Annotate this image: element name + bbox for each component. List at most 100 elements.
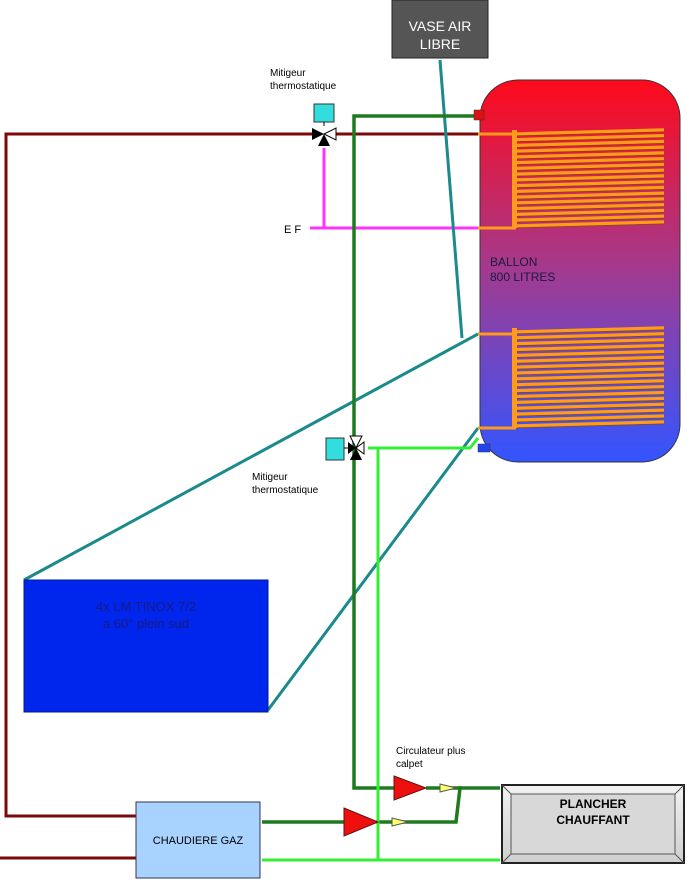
lower-coil-turn-shadow	[515, 417, 665, 423]
upper-coil-turn-shadow	[515, 171, 665, 177]
lower-coil-turn	[515, 402, 665, 411]
upper-coil-manifold	[512, 130, 517, 228]
upper-coil-turn	[515, 185, 665, 194]
upper-coil-turn-shadow	[515, 148, 665, 154]
dark-red-pipes	[0, 132, 478, 860]
upper-coil-turn	[515, 134, 665, 142]
chaudiere-gaz: CHAUDIERE GAZ	[135, 801, 261, 879]
lower-coil-turn-shadow	[515, 411, 665, 417]
lower-coil-turn	[515, 420, 665, 428]
boiler-hot-pipe	[4, 132, 316, 818]
lower-coil-turn-shadow	[515, 388, 665, 393]
lower-coil-turn	[515, 326, 665, 334]
mitigeur-top-head	[313, 103, 335, 123]
circulateur: Circulateur plus calpet	[393, 746, 465, 801]
lower-coil-turn-shadow	[515, 335, 665, 341]
vase-box	[391, 0, 489, 59]
lower-coil-turn	[515, 367, 665, 375]
mitigeur-bottom-label-line1: Mitigeur	[252, 472, 288, 483]
upper-coil-turn	[515, 145, 665, 153]
lower-coil-turn-shadow	[515, 370, 665, 376]
mitigeur-bottom-valve-left	[348, 442, 356, 454]
chaudiere-label: CHAUDIERE GAZ	[153, 835, 244, 847]
lower-coil-turn	[515, 373, 665, 381]
upper-coil-turn-shadow	[515, 200, 665, 206]
ef-label: E F	[284, 224, 301, 236]
mitigeur-top: Mitigeur thermostatique	[270, 68, 337, 146]
tank-bottom-return-pipe	[368, 437, 480, 450]
lower-coil-turn	[515, 332, 665, 340]
solar-panel: 4x LM TINOX 7/2 a 60° plein sud	[23, 579, 269, 713]
upper-coil-turn	[515, 191, 665, 199]
ballon-label-line1: BALLON	[490, 255, 537, 269]
panel-to-tank-upper-pipe	[23, 332, 479, 582]
mitigeur-top-label-line2: thermostatique	[270, 81, 337, 92]
upper-coil-turn	[515, 203, 665, 211]
circulateur-check-valve-icon	[439, 783, 457, 793]
lower-coil-turn	[515, 349, 665, 358]
upper-coil-turn	[515, 162, 665, 171]
lower-coil-turn-shadow	[515, 394, 665, 399]
vase-label-line1: VASE AIR	[409, 18, 472, 34]
upper-coil-turn-shadow	[515, 217, 665, 223]
upper-coil-turn	[515, 157, 665, 165]
upper-coil-turn	[515, 180, 665, 188]
circulateur-label-line2: calpet	[396, 759, 423, 770]
mitigeur-bottom-valve-right	[355, 441, 365, 455]
upper-coil	[512, 128, 665, 229]
boiler-pump	[343, 807, 409, 837]
mitigeur-bottom: Mitigeur thermostatique	[252, 435, 365, 496]
mitigeur-bottom-head	[325, 437, 345, 461]
upper-coil-turn	[515, 168, 665, 176]
lower-coil-turn	[515, 396, 665, 405]
lower-coil-turn-shadow	[515, 329, 665, 335]
solar-pipes	[23, 59, 480, 711]
panel-label-line2: a 60° plein sud	[103, 616, 189, 631]
lower-coil-turn	[515, 379, 665, 387]
upper-coil-turn-shadow	[515, 183, 665, 188]
upper-coil-turn-shadow	[515, 177, 665, 183]
lower-coil-turn-shadow	[515, 347, 665, 352]
mitigeur-bottom-valve-bottom	[350, 448, 362, 460]
upper-coil-turn	[515, 151, 665, 159]
upper-coil-turn-shadow	[515, 142, 665, 148]
lower-coil-manifold	[512, 328, 517, 428]
lower-coil-turn	[515, 361, 665, 369]
plancher-chauffant: PLANCHER CHAUFFANT	[501, 784, 685, 864]
plancher-label-line1: PLANCHER	[560, 797, 627, 811]
pump-to-plancher-pipe	[376, 786, 500, 824]
lower-coil-turn-shadow	[515, 376, 665, 382]
circulateur-pump-icon	[393, 775, 428, 801]
light-green-pipes	[262, 437, 500, 862]
boiler-check-valve-icon	[391, 817, 409, 827]
upper-coil-turn-shadow	[515, 206, 665, 211]
upper-coil-turn	[515, 208, 665, 217]
mitigeur-top-valve-right	[322, 127, 337, 141]
upper-coil-turn-shadow	[515, 154, 665, 160]
upper-coil-turn	[515, 139, 665, 148]
mitigeur-bottom-label-line2: thermostatique	[252, 485, 319, 496]
lower-coil-turn-shadow	[515, 341, 665, 346]
vase-air-libre: VASE AIR LIBRE	[391, 0, 489, 59]
lower-coil-turn	[515, 408, 665, 416]
panel-body	[23, 579, 269, 713]
upper-coil-turn	[515, 220, 665, 228]
tank-bottom-port	[477, 443, 491, 453]
lower-coil-turn	[515, 390, 665, 399]
upper-coil-turn-shadow	[515, 131, 665, 137]
upper-coil-turn-shadow	[515, 223, 665, 229]
plancher-label-line2: CHAUFFANT	[556, 813, 630, 827]
lower-coil-turn	[515, 343, 665, 352]
lower-coil-turn	[515, 355, 665, 364]
upper-coil-turn-shadow	[515, 160, 665, 165]
upper-coil-turn	[515, 128, 665, 136]
ballon-tank: BALLON 800 LITRES	[473, 79, 681, 463]
lower-coil-turn-shadow	[515, 399, 665, 405]
lower-coil-turn	[515, 414, 665, 422]
boiler-pump-icon	[343, 807, 380, 837]
lower-coil-turn	[515, 338, 665, 346]
lower-coil-turn-shadow	[515, 382, 665, 388]
upper-coil-turn-shadow	[515, 211, 665, 217]
vase-pipe	[438, 59, 464, 339]
